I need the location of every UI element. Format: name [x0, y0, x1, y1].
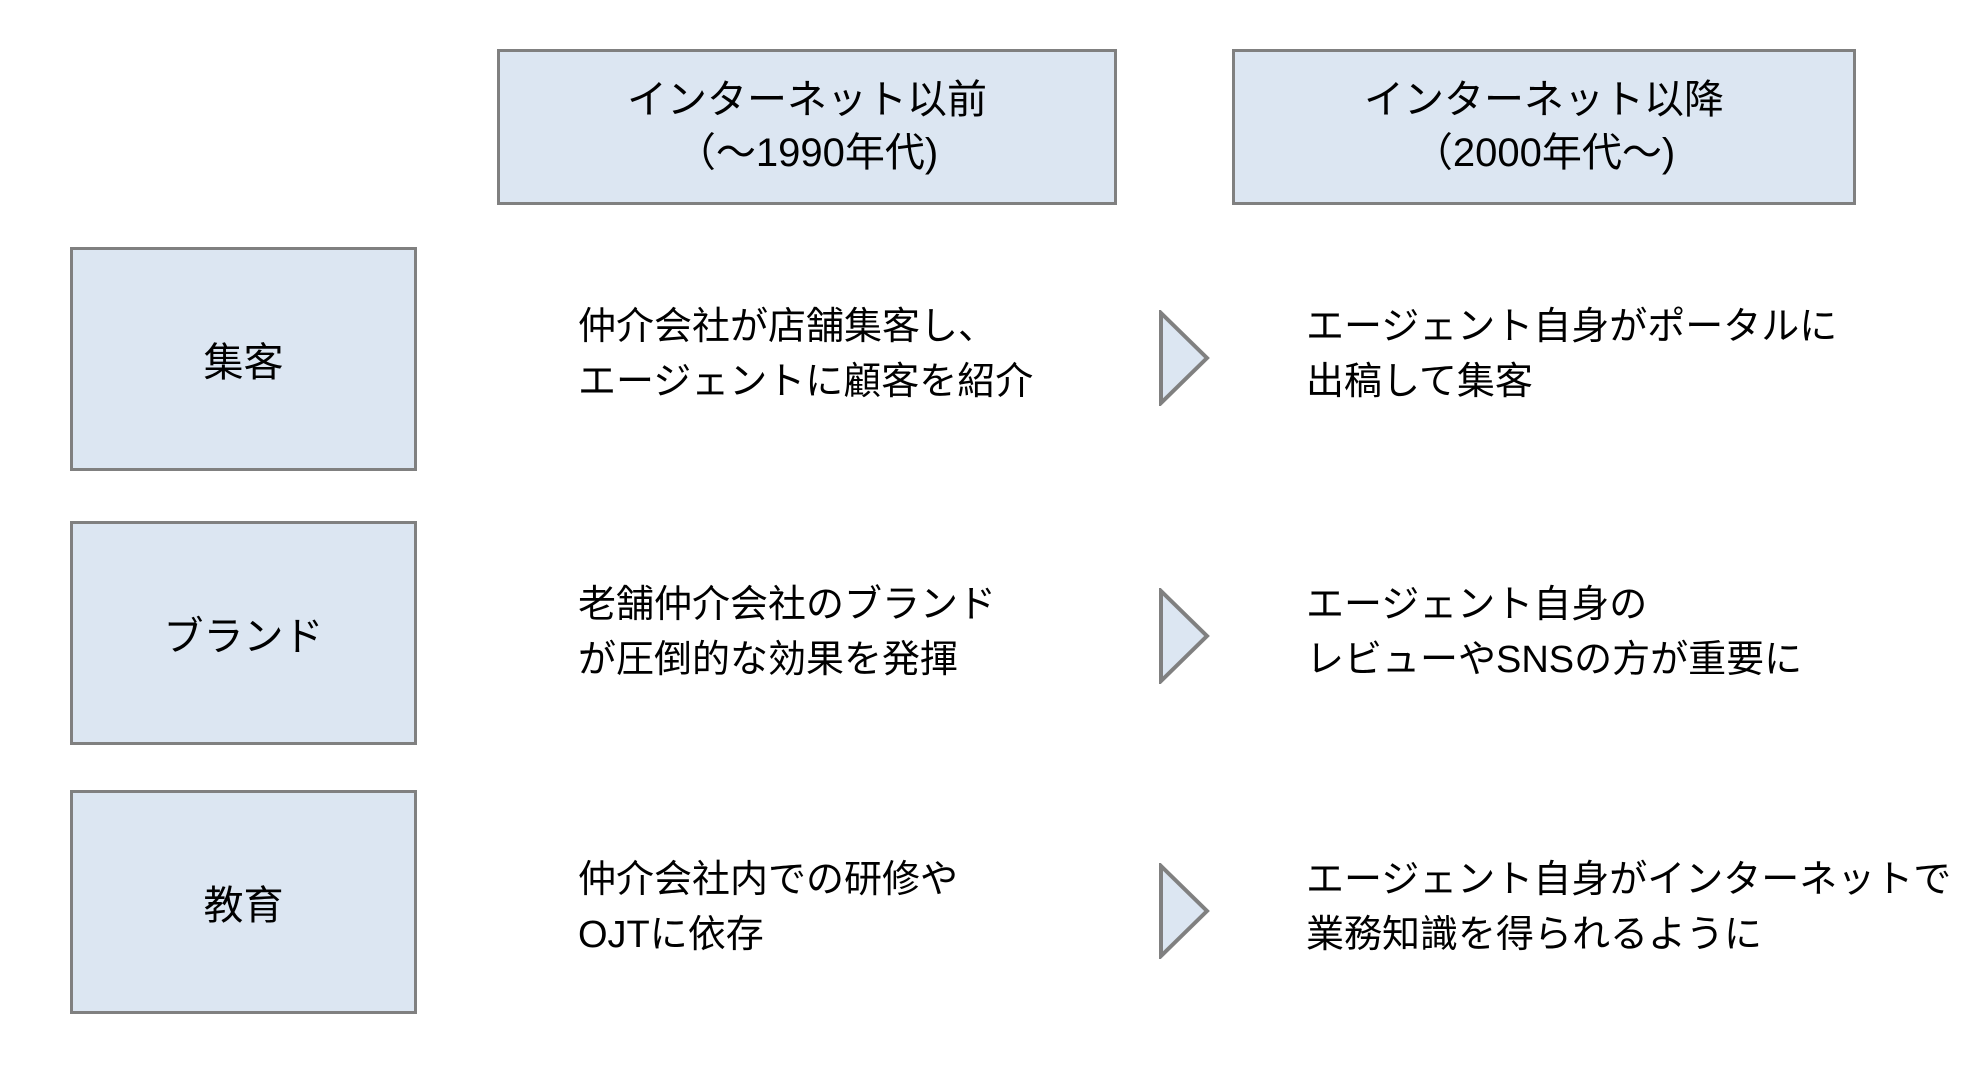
- era-header-before-line1: インターネット以前: [627, 77, 987, 122]
- cell-before-row-1: 老舗仲介会社のブランド が圧倒的な効果を発揮: [578, 578, 996, 688]
- right-arrow-icon: [1158, 308, 1210, 408]
- cell-before-row-2-line2: OJTに依存: [578, 914, 764, 957]
- era-header-after-line2: （2000年代〜): [1412, 131, 1676, 175]
- era-header-before-internet: インターネット以前 （〜1990年代): [497, 49, 1117, 205]
- category-box-kyoiku: 教育: [70, 790, 417, 1014]
- cell-before-row-0: 仲介会社が店舗集客し、 エージェントに顧客を紹介: [578, 300, 1033, 410]
- era-header-before-line2: （〜1990年代): [675, 131, 939, 175]
- cell-after-row-0: エージェント自身がポータルに 出稿して集客: [1306, 300, 1837, 410]
- cell-before-row-1-line2: が圧倒的な効果を発揮: [578, 639, 959, 682]
- category-label: 教育: [203, 884, 284, 928]
- cell-before-row-1-line1: 老舗仲介会社のブランド: [578, 584, 997, 626]
- era-header-after-internet: インターネット以降 （2000年代〜): [1232, 49, 1856, 205]
- cell-before-row-0-line1: 仲介会社が店舗集客し、: [578, 306, 997, 348]
- cell-after-row-1-line1: エージェント自身の: [1306, 584, 1648, 626]
- cell-after-row-0-line1: エージェント自身がポータルに: [1306, 306, 1838, 348]
- category-box-brand: ブランド: [70, 521, 417, 745]
- right-arrow-icon: [1158, 861, 1210, 961]
- category-label: 集客: [203, 341, 284, 385]
- cell-after-row-2-line1: エージェント自身がインターネットで: [1306, 859, 1952, 901]
- cell-after-row-1-line2: レビューやSNSの方が重要に: [1306, 639, 1803, 682]
- cell-before-row-2-line1: 仲介会社内での研修や: [578, 859, 959, 901]
- category-label: ブランド: [163, 615, 324, 659]
- cell-after-row-2: エージェント自身がインターネットで 業務知識を得られるように: [1306, 853, 1951, 963]
- category-box-shukyaku: 集客: [70, 247, 417, 471]
- cell-after-row-1: エージェント自身の レビューやSNSの方が重要に: [1306, 578, 1802, 688]
- era-header-after-line1: インターネット以降: [1364, 77, 1724, 122]
- cell-after-row-2-line2: 業務知識を得られるように: [1306, 914, 1763, 957]
- cell-before-row-0-line2: エージェントに顧客を紹介: [578, 361, 1034, 404]
- right-arrow-icon: [1158, 586, 1210, 686]
- cell-before-row-2: 仲介会社内での研修や OJTに依存: [578, 853, 958, 963]
- cell-after-row-0-line2: 出稿して集客: [1306, 361, 1533, 404]
